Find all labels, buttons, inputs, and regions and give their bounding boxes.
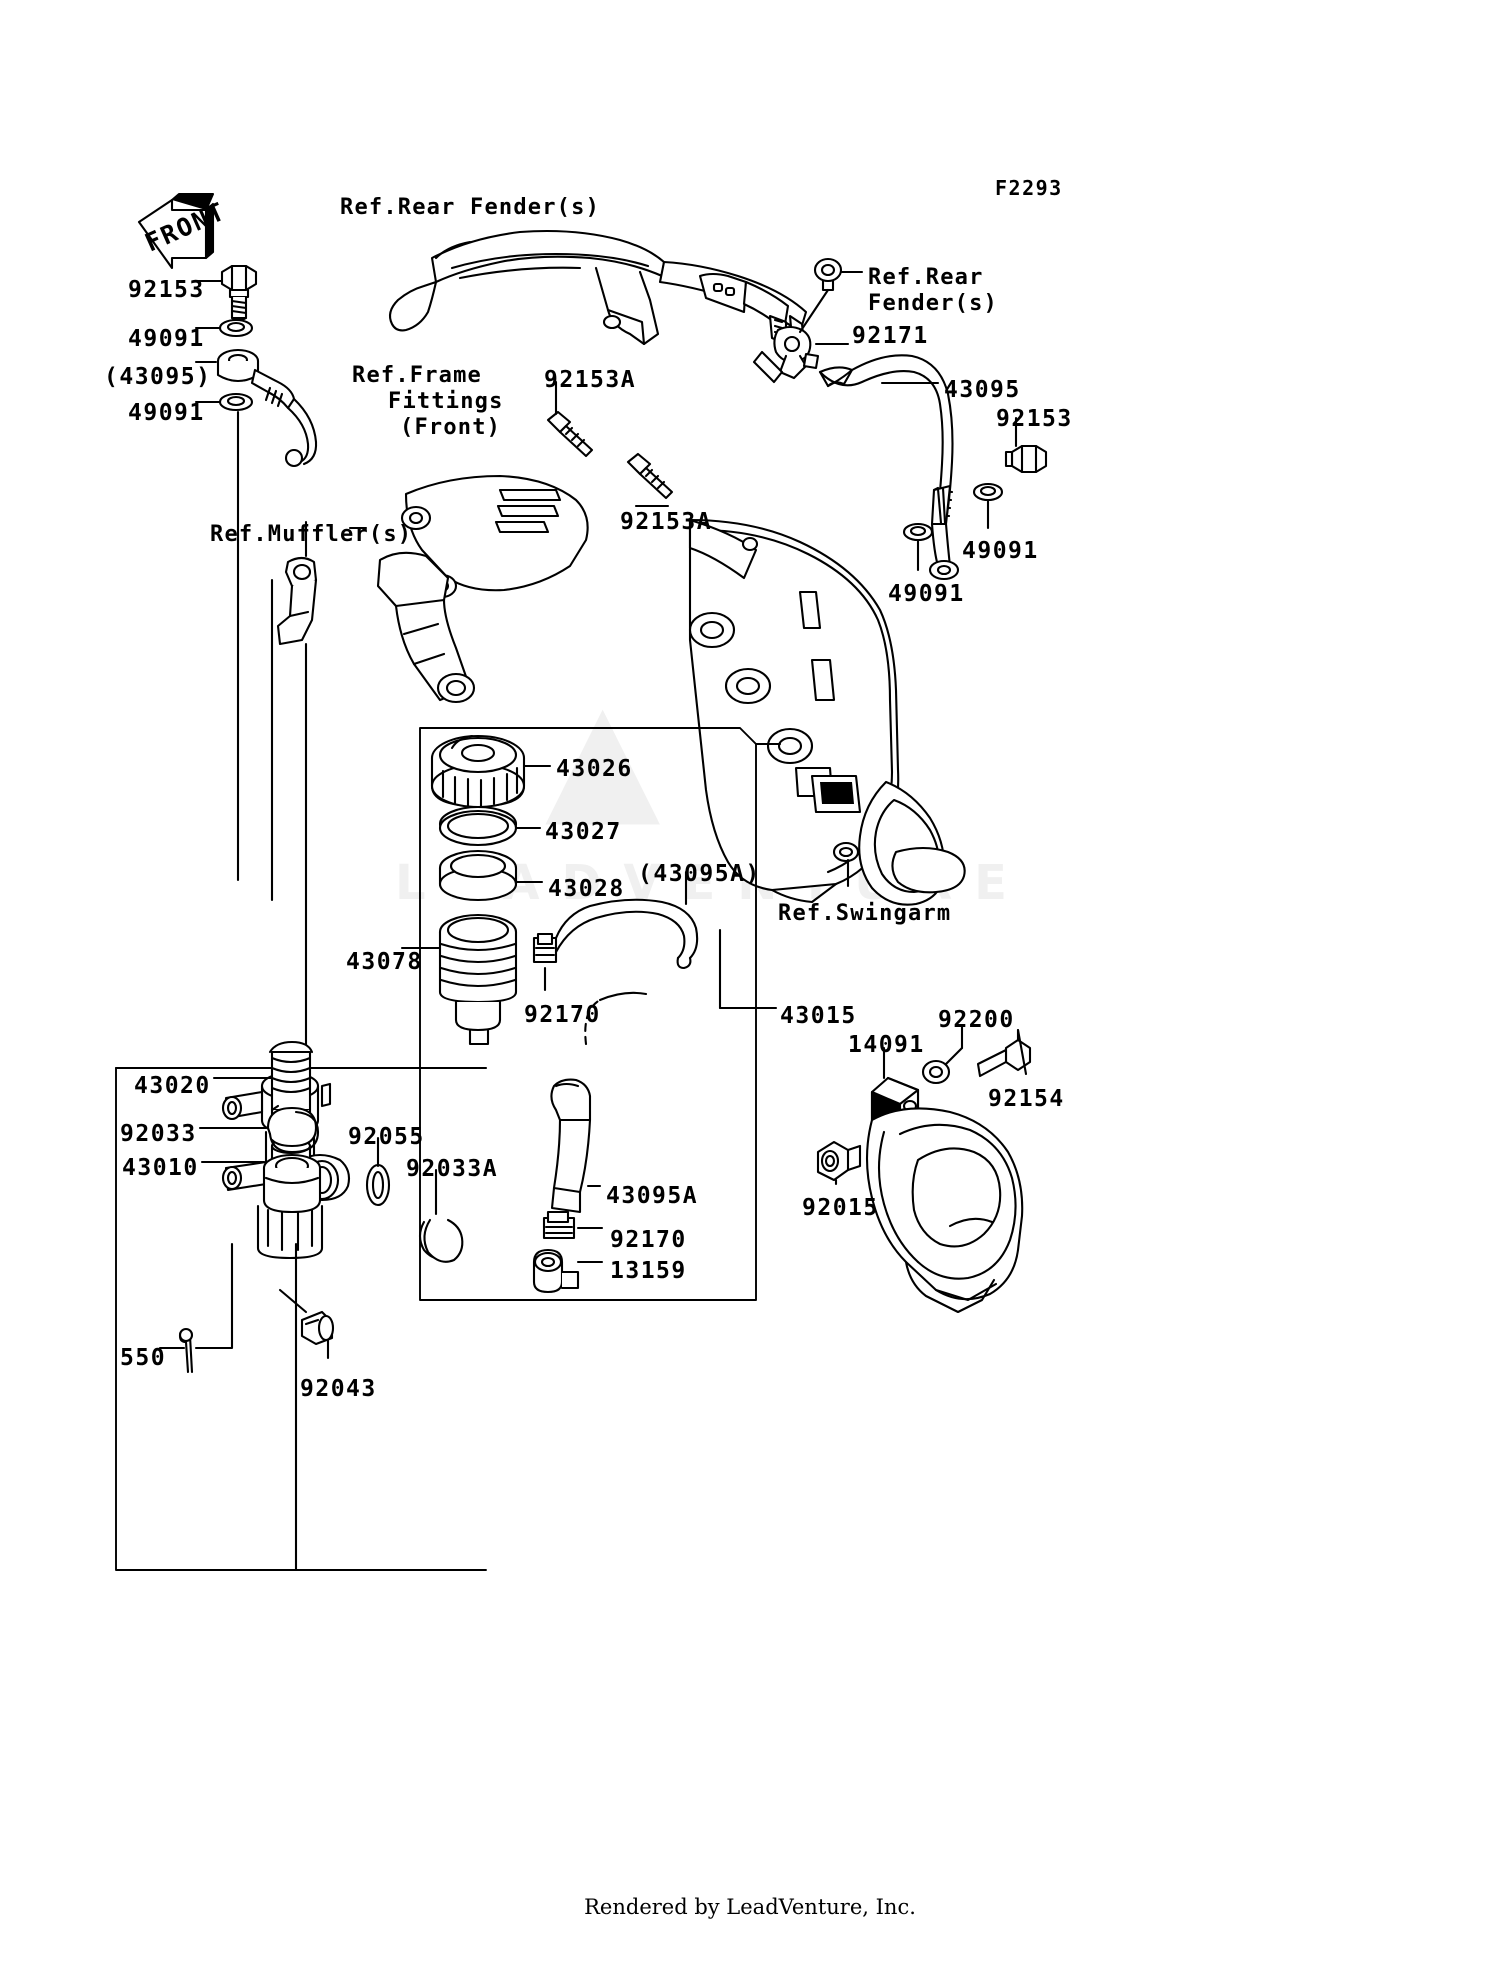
- part-label-43095-right: 43095: [944, 377, 1021, 403]
- part-92170-clamp-lower: [542, 1210, 576, 1240]
- part-label-92200: 92200: [938, 1007, 1015, 1033]
- part-label-43026: 43026: [556, 756, 633, 782]
- part-49091-washer-b: [218, 392, 254, 412]
- part-43027-plate: [438, 805, 518, 847]
- part-14091-guard: [866, 1076, 1024, 1314]
- part-label-92153a-upper: 92153A: [544, 367, 637, 393]
- part-43095a-hose-upper: [554, 898, 699, 970]
- part-label-92171: 92171: [852, 323, 929, 349]
- part-92055-oring: [365, 1163, 391, 1207]
- part-43028-diaphragm: [438, 849, 518, 902]
- part-label-92153-right: 92153: [996, 406, 1073, 432]
- part-label-92015: 92015: [802, 1195, 879, 1221]
- part-label-92033a: 92033A: [406, 1156, 499, 1182]
- swingarm-graphic: [688, 518, 966, 906]
- part-label-13159: 13159: [610, 1258, 687, 1284]
- part-label-43010: 43010: [122, 1155, 199, 1181]
- part-49091-washer-c: [972, 482, 1004, 502]
- part-label-14091: 14091: [848, 1032, 925, 1058]
- part-43095-hose-right: [818, 354, 960, 581]
- part-92153-bolt-left: [220, 264, 258, 322]
- part-label-43078: 43078: [346, 949, 423, 975]
- part-label-49091-b: 49091: [128, 400, 205, 426]
- rear-fender-graphic: [388, 229, 808, 346]
- part-43078-reservoir: [438, 913, 518, 1046]
- part-label-43015: 43015: [780, 1003, 857, 1029]
- part-92200-washer: [921, 1059, 951, 1085]
- part-label-92153a-lower: 92153A: [620, 509, 713, 535]
- part-label-43028: 43028: [548, 876, 625, 902]
- bracket-graphic: [376, 474, 589, 704]
- part-92200-washer-top: [813, 257, 843, 292]
- front-arrow-icon: FRONT: [137, 192, 230, 270]
- part-92153a-bolt-upper: [546, 410, 594, 458]
- ref-rear-fender-right-line2: Fender(s): [868, 291, 999, 316]
- ref-rear-fender-top: Ref.Rear Fender(s): [340, 195, 601, 220]
- part-label-92055: 92055: [348, 1124, 425, 1150]
- part-43015-hose: [584, 991, 648, 1046]
- part-49091-washer-d: [902, 522, 934, 542]
- part-label-49091-d: 49091: [888, 581, 965, 607]
- part-label-43020: 43020: [134, 1073, 211, 1099]
- part-92033-snap-ring: [266, 1104, 320, 1154]
- ref-frame-fittings-line3: (Front): [400, 415, 502, 440]
- part-label-49091-c: 49091: [962, 538, 1039, 564]
- diagram-code: F2293: [995, 176, 1063, 200]
- part-13159-joint: [532, 1248, 580, 1294]
- part-label-92033: 92033: [120, 1121, 197, 1147]
- part-92043-pin: [300, 1310, 335, 1346]
- part-label-92170-lower: 92170: [610, 1227, 687, 1253]
- part-label-43095a-upper: (43095A): [638, 861, 761, 887]
- part-label-43095a-lower: 43095A: [606, 1183, 699, 1209]
- part-92170-clamp-upper: [532, 932, 558, 964]
- muffler-bracket-graphic: [276, 556, 318, 646]
- part-92015-nut: [816, 1140, 862, 1182]
- part-550-cotter-pin: [178, 1327, 194, 1374]
- part-43095-hose-left: [216, 348, 318, 468]
- ref-muffler: Ref.Muffler(s): [210, 522, 413, 547]
- part-92153-bolt-right: [1004, 444, 1048, 474]
- part-43095a-hose-lower: [550, 1078, 592, 1214]
- part-label-43027: 43027: [545, 819, 622, 845]
- ref-swingarm: Ref.Swingarm: [778, 901, 952, 926]
- part-label-92153-left: 92153: [128, 277, 205, 303]
- ref-rear-fender-right: Ref.Rear: [868, 265, 984, 290]
- part-92171-clamp: [752, 325, 820, 384]
- part-43026-cap: [430, 734, 526, 809]
- part-label-92170-upper: 92170: [524, 1002, 601, 1028]
- part-43010-cup: [262, 1153, 322, 1214]
- part-49091-washer-a: [218, 318, 254, 338]
- part-label-550: 550: [120, 1345, 167, 1371]
- part-92033a-circlip: [418, 1218, 464, 1263]
- ref-frame-fittings-line2: Fittings: [388, 389, 504, 414]
- part-label-92154: 92154: [988, 1086, 1065, 1112]
- part-label-49091-a: 49091: [128, 326, 205, 352]
- ref-frame-fittings: Ref.Frame: [352, 363, 483, 388]
- part-label-43095-paren: (43095): [104, 364, 212, 390]
- footer-attribution: Rendered by LeadVenture, Inc.: [584, 1895, 916, 1919]
- part-label-92043: 92043: [300, 1376, 377, 1402]
- part-92153a-bolt-lower: [626, 452, 674, 500]
